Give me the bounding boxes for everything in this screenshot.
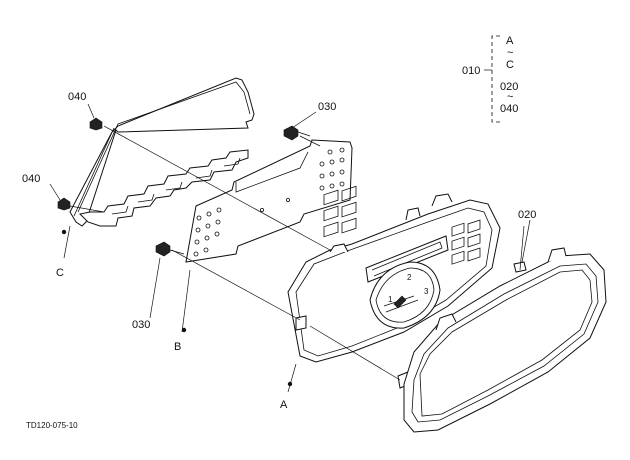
assembly-lines [69, 125, 525, 381]
gauge-tick-2: 2 [407, 273, 412, 282]
gauge-dial [369, 261, 441, 329]
range-tilde-2: ~ [507, 91, 513, 103]
screw-lower [155, 241, 185, 257]
callout-cover: 020 [518, 209, 536, 221]
front-cover [403, 247, 607, 433]
reference-dots [61, 229, 293, 387]
callout-screw-upper: 030 [318, 101, 336, 113]
gauge-tick-1: 1 [388, 295, 393, 304]
callout-ref-c: C [56, 267, 64, 279]
range-from-2: 020 [500, 81, 518, 93]
screw-upper [283, 125, 311, 141]
bolt-lower [57, 197, 71, 211]
instrument-housing [287, 185, 527, 389]
range-to-2: 040 [500, 103, 518, 115]
callout-bolt-lower: 040 [22, 173, 40, 185]
range-code: 010 [462, 65, 480, 77]
frame-bracket [69, 77, 255, 227]
callout-leaders [49, 103, 531, 393]
bolt-upper [89, 117, 103, 131]
range-from: A [506, 35, 514, 47]
range-bracket: 010 A ~ C 020 ~ 040 [462, 35, 518, 123]
callout-bolt-upper: 040 [68, 91, 86, 103]
warning-lamps [323, 185, 481, 265]
callout-screw-lower: 030 [132, 319, 150, 331]
range-tilde-1: ~ [507, 47, 513, 59]
circuit-board [185, 139, 353, 263]
range-to: C [506, 59, 514, 71]
callout-ref-a: A [280, 399, 288, 411]
figure-id: TD120-075-10 [26, 421, 78, 430]
callout-ref-b: B [174, 341, 181, 353]
gauge-tick-3: 3 [424, 287, 429, 296]
